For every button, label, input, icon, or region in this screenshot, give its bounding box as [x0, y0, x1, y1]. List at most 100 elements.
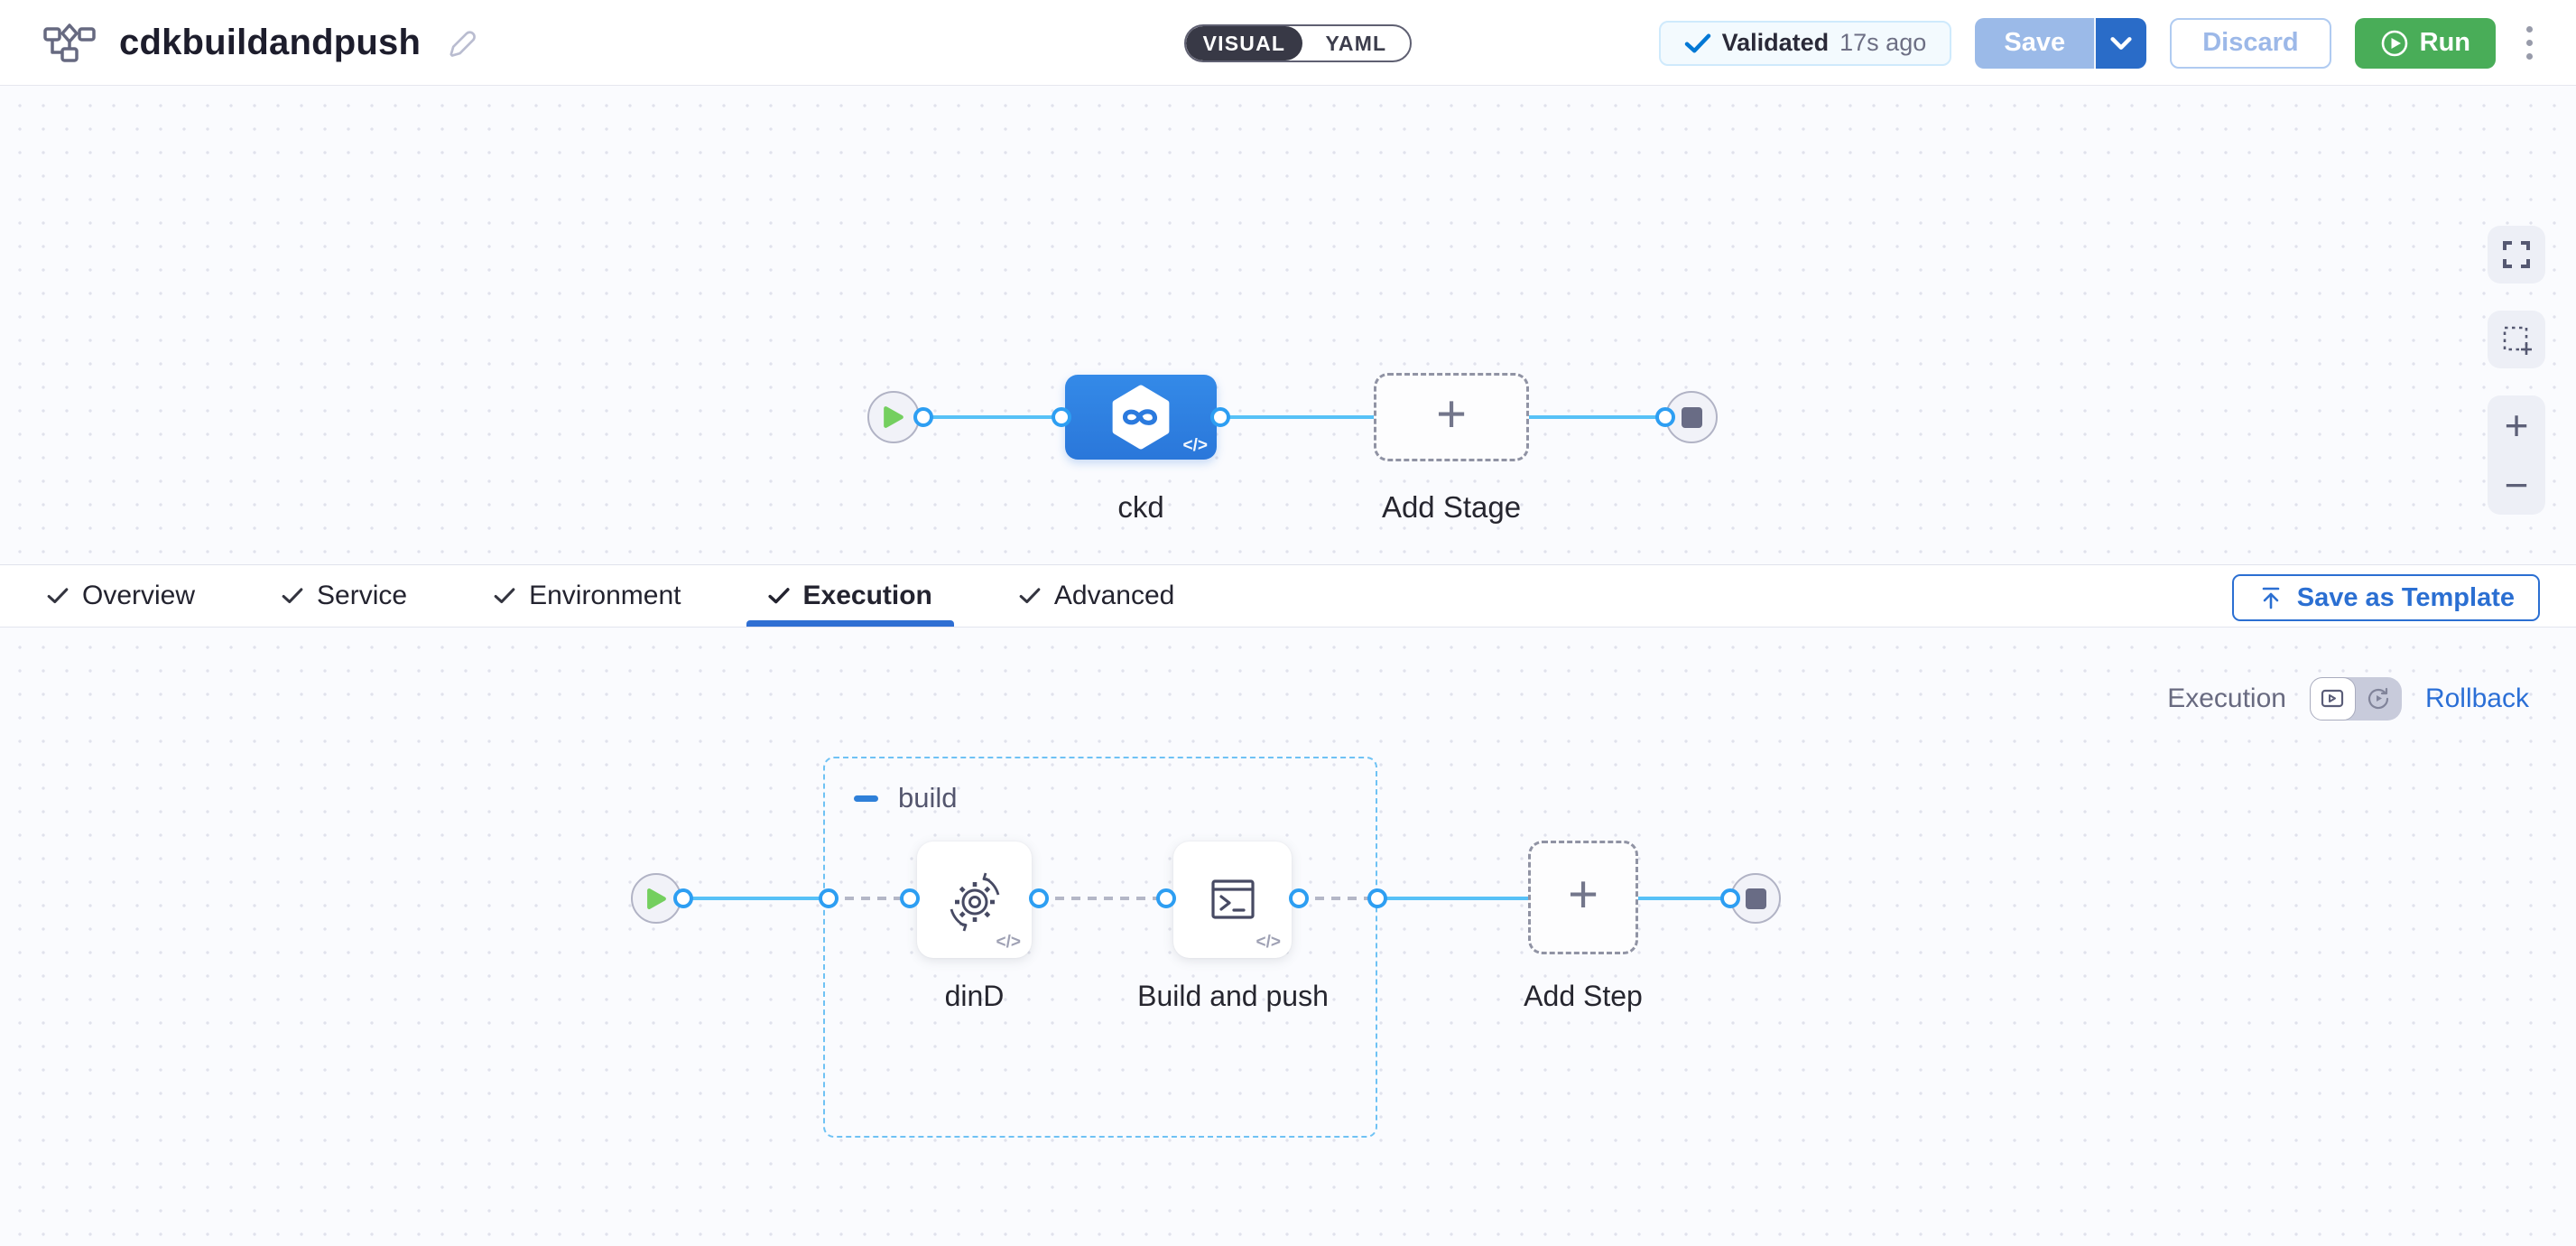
stage-label: ckd [1117, 490, 1164, 524]
add-step-label: Add Step [1524, 980, 1643, 1012]
validated-badge[interactable]: Validated 17s ago [1658, 20, 1952, 66]
upload-template-icon [2262, 587, 2280, 609]
tab-advanced[interactable]: Advanced [1019, 565, 1174, 627]
step-yaml-chip[interactable]: </> [1256, 933, 1281, 952]
view-toggle [2309, 677, 2402, 721]
ci-stage-hexagon-icon [1112, 385, 1170, 450]
header-title-group: cdkbuildandpush [43, 0, 480, 86]
execution-view-button[interactable] [2309, 677, 2356, 721]
check-icon [1019, 588, 1041, 604]
tab-service[interactable]: Service [282, 565, 407, 627]
toggle-visual[interactable]: VISUAL [1186, 26, 1302, 60]
pipeline-start-node[interactable] [867, 391, 920, 443]
fullscreen-button[interactable] [2488, 226, 2545, 284]
add-step-button[interactable]: + [1528, 841, 1638, 954]
check-icon [494, 588, 515, 604]
port-build-in[interactable] [1156, 888, 1176, 908]
header-actions: Validated 17s ago Save Discard Run [1658, 0, 2540, 86]
port-exec-start-out[interactable] [673, 888, 693, 908]
port-dind-in[interactable] [900, 888, 920, 908]
check-icon [282, 588, 303, 604]
edge-addstep-to-end [1638, 897, 1732, 900]
save-as-template-button[interactable]: Save as Template [2231, 574, 2540, 621]
port-stage-in[interactable] [1052, 407, 1071, 427]
stage-yaml-chip[interactable]: </> [1182, 436, 1208, 455]
tab-label: Service [317, 581, 408, 610]
step-yaml-chip[interactable]: </> [996, 933, 1021, 952]
check-icon [767, 588, 790, 604]
page-title: cdkbuildandpush [119, 23, 422, 62]
group-header: build [825, 758, 1376, 814]
zoom-in-button[interactable]: + [2504, 402, 2529, 449]
tab-label: Advanced [1053, 581, 1175, 610]
service-dependency-gear-icon [950, 872, 999, 931]
save-menu-button[interactable] [2096, 17, 2147, 69]
check-icon [47, 588, 69, 604]
execution-view-icon [2321, 689, 2344, 708]
step-node-build-and-push[interactable]: </> [1173, 842, 1292, 958]
tab-environment[interactable]: Environment [494, 565, 681, 627]
run-button-label: Run [2419, 28, 2470, 57]
pipeline-icon [43, 23, 96, 62]
port-group-in[interactable] [819, 888, 839, 908]
edit-pencil-icon[interactable] [444, 25, 480, 61]
port-start-out[interactable] [913, 407, 933, 427]
chevron-down-icon [2110, 36, 2132, 50]
toggle-yaml[interactable]: YAML [1325, 31, 1387, 55]
edge-addstage-to-end [1529, 415, 1666, 419]
port-end-in[interactable] [1655, 407, 1675, 427]
port-exec-end-in[interactable] [1720, 888, 1740, 908]
rollback-link[interactable]: Rollback [2424, 683, 2529, 713]
stage-config-tabbar: Overview Service Environment Execution A… [0, 564, 2576, 628]
step-node-dind[interactable]: </> [917, 842, 1032, 958]
port-build-out[interactable] [1289, 888, 1309, 908]
tab-label: Execution [802, 581, 932, 610]
edge-group-to-dind [829, 897, 913, 900]
rollback-view-button[interactable] [2356, 677, 2402, 721]
zoom-controls: + − [2488, 395, 2545, 515]
collapse-group-icon[interactable] [854, 795, 878, 802]
port-stage-out[interactable] [1210, 407, 1230, 427]
edge-start-to-group [683, 897, 829, 900]
run-button[interactable]: Run [2354, 17, 2496, 69]
marquee-select-button[interactable] [2488, 311, 2545, 368]
save-as-template-label: Save as Template [2296, 582, 2515, 612]
execution-view-label: Execution [2167, 683, 2286, 713]
check-icon [1684, 33, 1710, 52]
save-button[interactable]: Save [1975, 17, 2097, 69]
visual-yaml-toggle: VISUAL YAML [1184, 24, 1412, 62]
stop-square-icon [1681, 406, 1702, 428]
tab-overview[interactable]: Overview [47, 565, 195, 627]
add-stage-label: Add Stage [1381, 490, 1522, 524]
step-label-dind: dinD [944, 980, 1005, 1012]
zoom-out-button[interactable]: − [2504, 461, 2529, 508]
tab-label: Environment [529, 581, 681, 610]
marquee-select-icon [2503, 326, 2532, 355]
fullscreen-icon [2503, 241, 2530, 268]
plus-icon: + [1568, 865, 1598, 924]
group-label: build [898, 782, 958, 814]
discard-button[interactable]: Discard [2170, 17, 2331, 69]
step-group-build[interactable]: build [823, 757, 1377, 1138]
start-play-icon [646, 888, 666, 909]
port-dind-out[interactable] [1029, 888, 1049, 908]
stage-canvas[interactable]: </> + ckd Add Stage + − [0, 86, 2576, 564]
more-options-kebab-icon[interactable] [2519, 21, 2540, 65]
step-label-build-and-push: Build and push [1137, 980, 1329, 1012]
execution-end-node[interactable] [1730, 873, 1781, 924]
stop-square-icon [1745, 888, 1766, 909]
edge-group-to-addstep [1377, 897, 1532, 900]
start-play-icon [884, 406, 903, 428]
add-stage-button[interactable]: + [1374, 373, 1529, 461]
port-group-out[interactable] [1367, 888, 1387, 908]
run-terminal-icon [1210, 879, 1255, 919]
edge-build-to-group-end [1299, 897, 1377, 900]
plus-icon: + [1436, 385, 1467, 443]
pipeline-header: cdkbuildandpush VISUAL YAML Validated 17… [0, 0, 2576, 86]
execution-canvas[interactable]: Execution Rollback build [0, 628, 2576, 1246]
tab-execution[interactable]: Execution [746, 565, 955, 627]
save-split-button: Save [1975, 17, 2147, 69]
run-play-icon [2381, 30, 2407, 56]
validated-time: 17s ago [1839, 29, 1927, 56]
stage-node-ckd[interactable]: </> [1065, 375, 1217, 460]
